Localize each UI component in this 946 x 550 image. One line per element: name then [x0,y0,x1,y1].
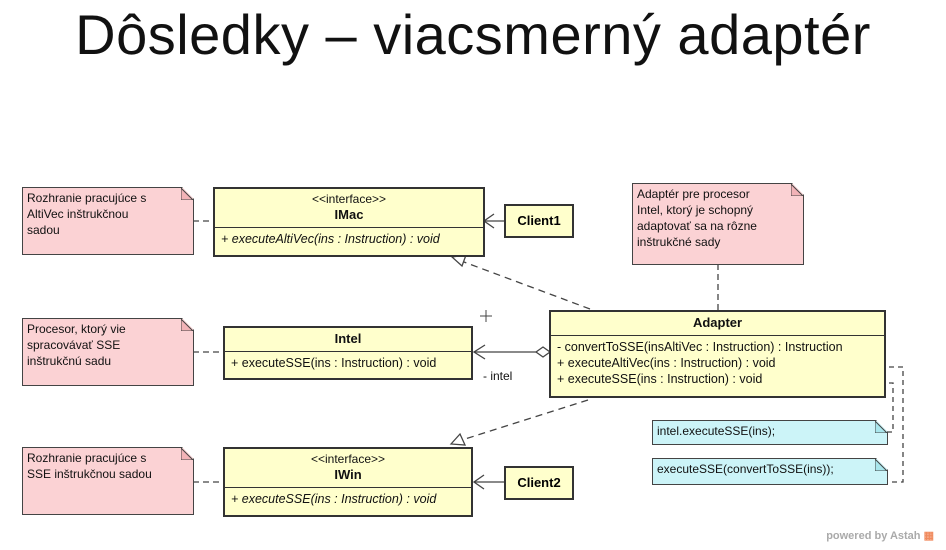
note-code-execute-sse: intel.executeSSE(ins); [652,420,888,445]
class-header: <<interface>> IMac [215,189,483,228]
operations: - convertToSSE(insAltiVec : Instruction)… [551,336,884,390]
note-text: SSE inštrukčnou sadou [27,467,152,481]
note-text: sadou [27,223,60,237]
note-text: intel.executeSSE(ins); [657,424,776,438]
class-imac[interactable]: <<interface>> IMac + executeAltiVec(ins … [213,187,485,257]
operations: + executeSSE(ins : Instruction) : void [225,352,471,374]
stereotype-label: <<interface>> [311,192,387,206]
code1-link [880,382,894,433]
class-name: Adapter [692,315,743,330]
operation: + executeSSE(ins : Instruction) : void [557,372,763,386]
operation: + executeSSE(ins : Instruction) : void [231,356,437,370]
operation: + executeSSE(ins : Instruction) : void [231,492,437,506]
note-text: Procesor, ktorý vie [27,322,126,336]
operations: + executeSSE(ins : Instruction) : void [225,488,471,510]
association-arrowhead [472,344,486,360]
class-name: IWin [334,467,362,482]
class-name: Intel [334,331,362,346]
note-code-convert: executeSSE(convertToSSE(ins)); [652,458,888,485]
class-name: IMac [334,207,364,222]
operation: - convertToSSE(insAltiVec : Instruction)… [557,340,843,354]
realization-iwin [461,399,589,441]
operations: + executeAltiVec(ins : Instruction) : vo… [215,228,483,250]
note-text: Adaptér pre procesor [637,187,750,201]
note-text: executeSSE(convertToSSE(ins)); [657,462,834,476]
class-name: Client1 [517,213,561,228]
note-text: inštrukčné sady [637,235,721,249]
class-intel[interactable]: Intel + executeSSE(ins : Instruction) : … [223,326,473,380]
note-sse: Rozhranie pracujúce s SSE inštrukčnou sa… [22,447,194,515]
class-iwin[interactable]: <<interface>> IWin + executeSSE(ins : In… [223,447,473,517]
astah-logo-icon: ▦ [923,530,934,542]
slide-title: Dôsledky – viacsmerný adaptér [75,3,871,66]
class-header: Intel [225,328,471,352]
powered-by-text: powered by Astah [826,530,921,542]
class-header: <<interface>> IWin [225,449,471,488]
aggregation-diamond [534,346,552,358]
note-text: spracovávať SSE [27,338,121,352]
operation: + executeAltiVec(ins : Instruction) : vo… [221,232,440,246]
code2-link [880,366,904,483]
note-altivec: Rozhranie pracujúce s AltiVec inštrukčno… [22,187,194,255]
stereotype-label: <<interface>> [310,452,386,466]
powered-by-footer: powered by Astah ▦ [826,529,934,542]
note-intel-processor: Procesor, ktorý vie spracovávať SSE inšt… [22,318,194,386]
class-adapter[interactable]: Adapter - convertToSSE(insAltiVec : Inst… [549,310,886,398]
class-client2[interactable]: Client2 [504,466,574,500]
realization-imac [463,261,591,310]
note-text: Rozhranie pracujúce s [27,191,147,205]
operation: + executeAltiVec(ins : Instruction) : vo… [557,356,776,370]
note-text: AltiVec inštrukčnou [27,207,129,221]
class-header: Adapter [551,312,884,336]
class-client1[interactable]: Client1 [504,204,574,238]
client2-arrowhead [472,474,485,490]
note-text: Intel, ktorý je schopný [637,203,754,217]
note-text: inštrukčnú sadu [27,354,112,368]
note-text: Rozhranie pracujúce s [27,451,147,465]
association-role-label: - intel [483,369,513,383]
class-name: Client2 [517,475,561,490]
note-adapter-description: Adaptér pre procesor Intel, ktorý je sch… [632,183,804,265]
realization-iwin-head [449,432,467,446]
note-text: adaptovať sa na rôzne [637,219,757,233]
